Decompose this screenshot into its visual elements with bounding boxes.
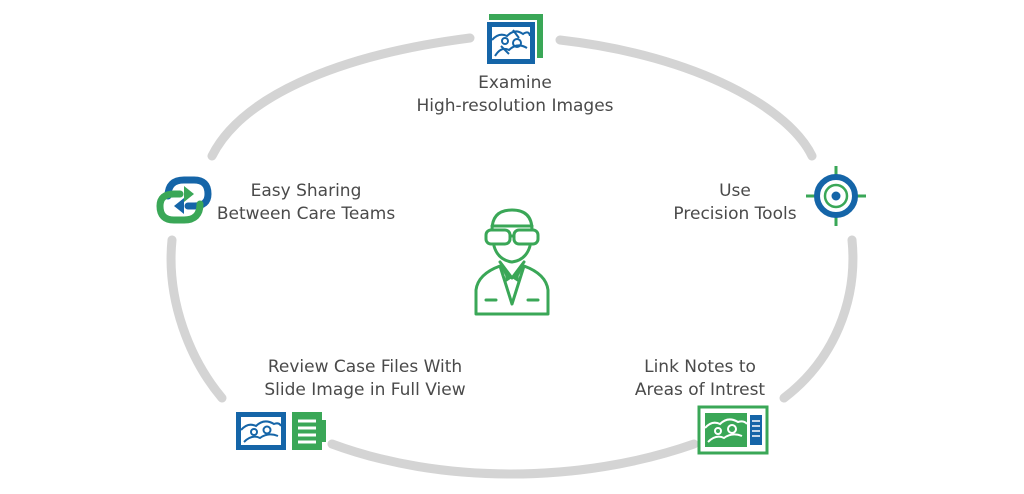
node-label-line: High-resolution Images <box>416 96 614 116</box>
ring-arc-left <box>166 235 227 403</box>
node-label-examine: Examine High-resolution Images <box>390 72 640 118</box>
doctor-with-goggles-icon <box>474 208 550 316</box>
ring-arc-top-right <box>555 35 817 161</box>
node-label-line: Use <box>719 181 751 201</box>
node-label-line: Precision Tools <box>673 204 797 224</box>
crosshair-target-icon <box>806 166 866 226</box>
ring-arc-right <box>779 235 858 403</box>
sharing-arrows-icon <box>156 176 212 224</box>
slide-image-icon <box>485 14 543 66</box>
node-label-precision-tools: Use Precision Tools <box>650 180 820 226</box>
node-label-line: Examine <box>478 73 552 93</box>
annotated-slide-icon <box>697 405 769 455</box>
node-label-line: Review Case Files With <box>267 357 463 377</box>
node-label-link-notes: Link Notes to Areas of Intrest <box>600 356 800 402</box>
node-label-review-case-files: Review Case Files With Slide Image in Fu… <box>240 356 490 402</box>
ring-arc-top-left <box>207 33 475 161</box>
node-label-line: Between Care Teams <box>216 204 396 224</box>
node-label-line: Areas of Intrest <box>634 380 766 400</box>
ring-arc-bottom <box>327 439 699 479</box>
slide-and-case-file-icon <box>236 412 326 450</box>
node-label-line: Slide Image in Full View <box>264 380 466 400</box>
node-label-line: Link Notes to <box>644 357 756 377</box>
node-label-line: Easy Sharing <box>250 181 362 201</box>
node-label-sharing: Easy Sharing Between Care Teams <box>196 180 416 226</box>
